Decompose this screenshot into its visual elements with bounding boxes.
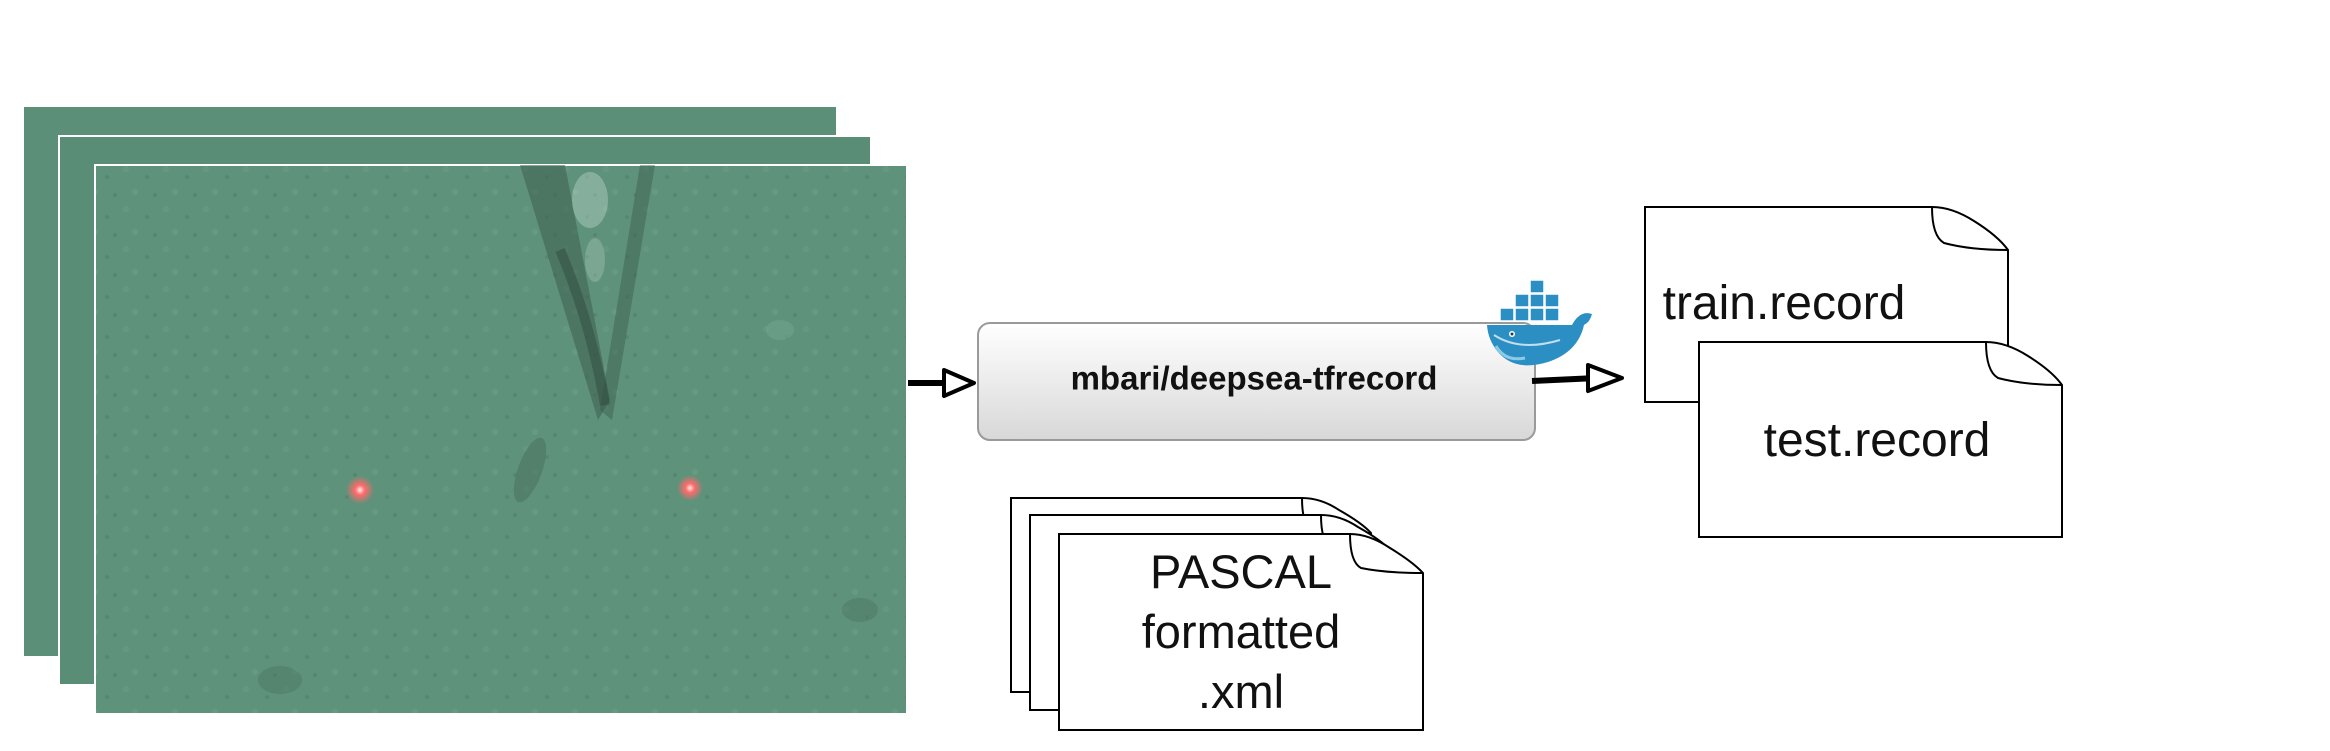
process-box-label: mbari/deepsea-tfrecord [1071, 360, 1438, 397]
laser-dot-left [346, 476, 374, 504]
doc-page-front: PASCAL formatted .xml [1058, 533, 1424, 731]
test-record-label: test.record [1764, 414, 1991, 467]
doc-line-2: formatted [1142, 605, 1341, 658]
pascal-xml-doc-stack: PASCAL formatted .xml [1010, 497, 1424, 731]
process-box: mbari/deepsea-tfrecord [977, 322, 1536, 441]
arrow-images-to-process [908, 368, 976, 398]
seafloor-image-front [94, 164, 908, 715]
train-record-label: train.record [1663, 277, 1906, 330]
arrow-process-to-outputs [1531, 363, 1624, 393]
output-test-record: test.record [1698, 341, 2063, 538]
doc-line-3: .xml [1198, 665, 1284, 718]
docker-whale-icon [1487, 279, 1592, 366]
laser-dot-right [677, 475, 703, 501]
doc-line-1: PASCAL [1150, 545, 1332, 598]
input-image-stack [24, 107, 908, 715]
